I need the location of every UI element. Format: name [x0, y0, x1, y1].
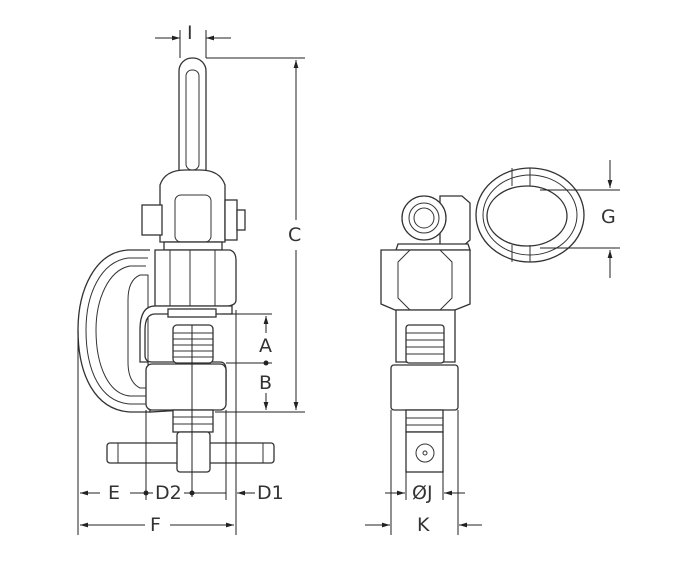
- hex-nut: [154, 249, 237, 307]
- swivel-head: [159, 169, 226, 243]
- dimension-label-j: ØJ: [410, 482, 435, 504]
- dimension-label-i: I: [185, 22, 195, 44]
- bolt-head: [141, 204, 163, 236]
- dimension-label-f: F: [148, 514, 163, 536]
- dimension-label-d2: D2: [153, 482, 184, 504]
- front-view-clamp: [380, 167, 585, 473]
- dimension-label-e: E: [106, 482, 123, 504]
- dimension-lines-right: [365, 160, 620, 535]
- dimension-label-b: B: [257, 372, 275, 394]
- dimension-label-k: K: [415, 514, 432, 536]
- screw-tip: [405, 431, 444, 473]
- bolt-nut: [224, 199, 238, 241]
- side-view-clamp: [77, 57, 275, 473]
- dimension-label-c: C: [286, 224, 304, 246]
- hex-nut: [380, 249, 471, 311]
- dimension-label-a: A: [257, 335, 274, 357]
- swivel-pin: [401, 195, 447, 241]
- dimension-label-g: G: [599, 206, 618, 228]
- swivel-eye: [178, 57, 207, 184]
- dimension-lines-left: [77, 30, 305, 535]
- dimension-label-d1: D1: [255, 482, 286, 504]
- clamp-screw: [172, 324, 214, 364]
